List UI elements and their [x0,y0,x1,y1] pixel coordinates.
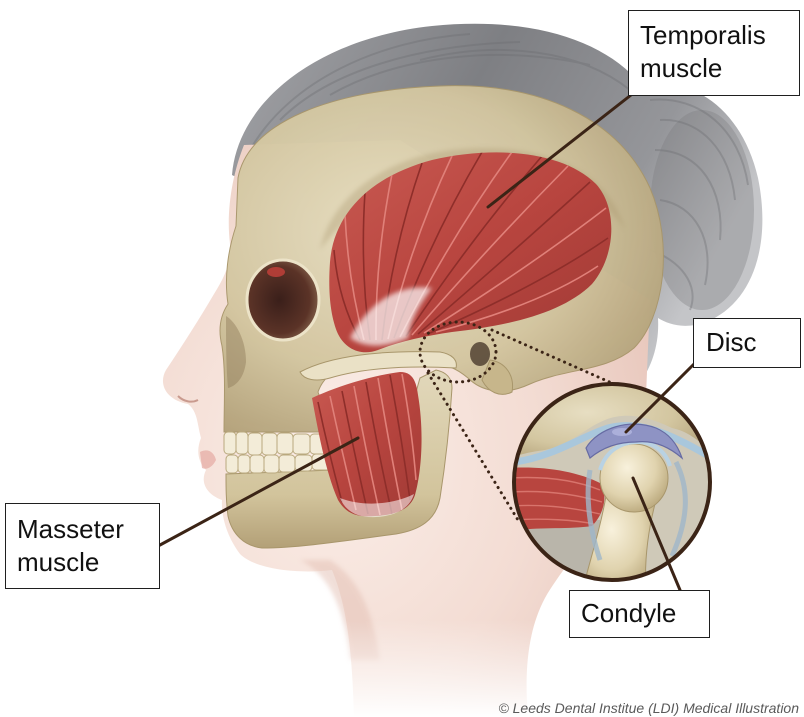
lower-tooth [238,455,250,473]
upper-tooth [262,433,277,455]
condyle-label: Condyle [569,590,710,638]
disc-label: Disc [693,318,801,368]
upper-tooth [293,434,310,454]
temporalis-label-line2: muscle [640,52,799,85]
lower-tooth [226,455,238,473]
upper-tooth [248,433,262,455]
lower-tooth [279,455,295,472]
teeth [224,432,330,455]
temporalis-label-line1: Temporalis [640,19,799,52]
masseter-label-line2: muscle [17,546,159,579]
masseter-label-line1: Masseter [17,513,159,546]
condyle-label-text: Condyle [581,597,709,630]
lower-tooth [264,455,279,473]
upper-tooth [277,433,293,454]
hair-bun-shadow [650,110,754,310]
disc-label-text: Disc [706,326,800,359]
copyright-notice: © Leeds Dental Institue (LDI) Medical Il… [498,700,799,716]
masseter-label: Masseter muscle [5,503,160,589]
orbit-tissue [267,267,285,277]
lower-tooth [250,455,264,473]
ear-canal [470,342,490,366]
upper-tooth [236,432,248,454]
temporalis-label: Temporalis muscle [628,10,800,96]
upper-tooth [224,432,236,454]
